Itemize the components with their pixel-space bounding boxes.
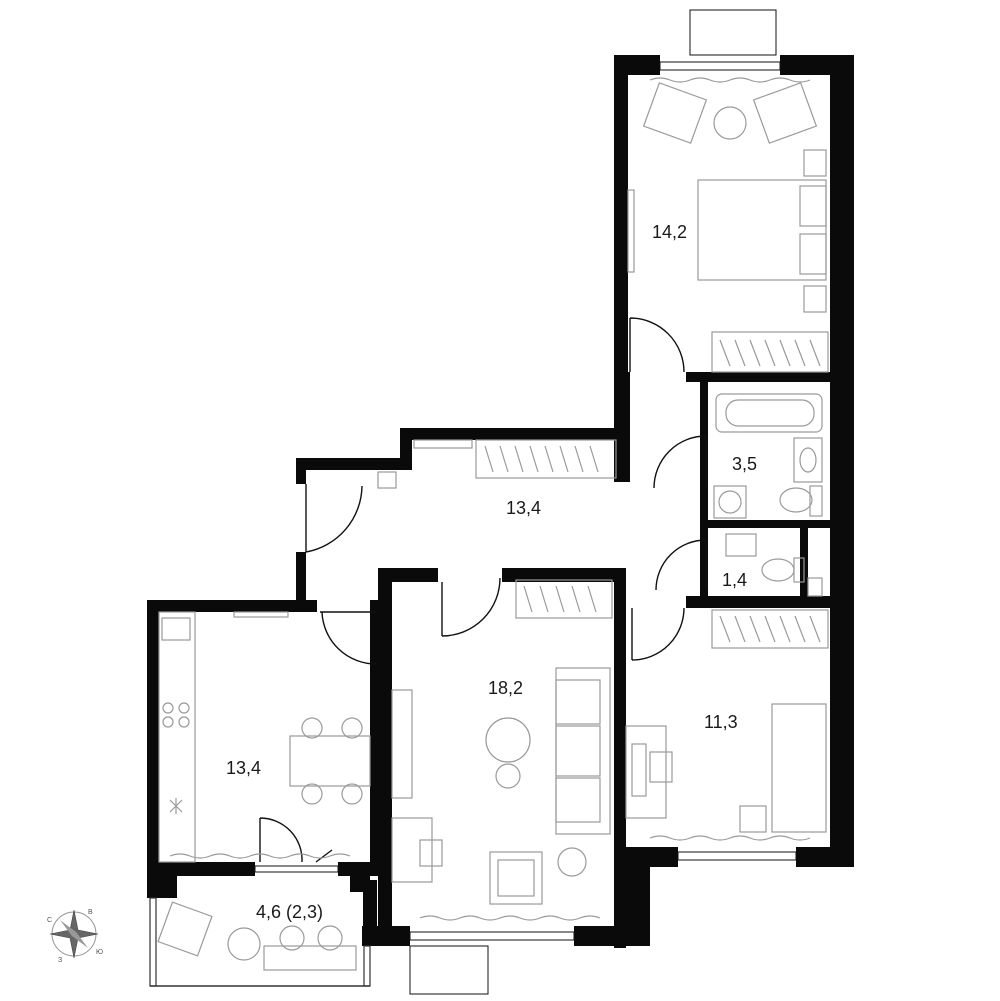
room-area-hallway: 13,4: [506, 498, 541, 518]
room-area-balcony: 4,6 (2,3): [256, 902, 323, 922]
compass-east: В: [88, 909, 93, 916]
room-area-bathroom: 3,5: [732, 454, 757, 474]
room-area-bedroom-right: 11,3: [704, 712, 738, 732]
room-area-bedroom-top: 14,2: [652, 222, 687, 242]
windows: [254, 9, 797, 995]
furniture: [157, 77, 829, 971]
compass-north: С: [47, 917, 52, 924]
room-area-wc: 1,4: [722, 570, 747, 590]
walls: [147, 55, 854, 987]
room-area-kitchen: 13,4: [226, 758, 261, 778]
compass: С В Ю З: [47, 909, 103, 964]
room-labels: 14,2 3,5 1,4 13,4 18,2 11,3 13,4 4,6 (2,…: [226, 222, 757, 922]
doors: [259, 317, 707, 863]
compass-south: Ю: [96, 949, 103, 956]
room-area-living-room: 18,2: [488, 678, 523, 698]
compass-west: З: [58, 957, 62, 964]
